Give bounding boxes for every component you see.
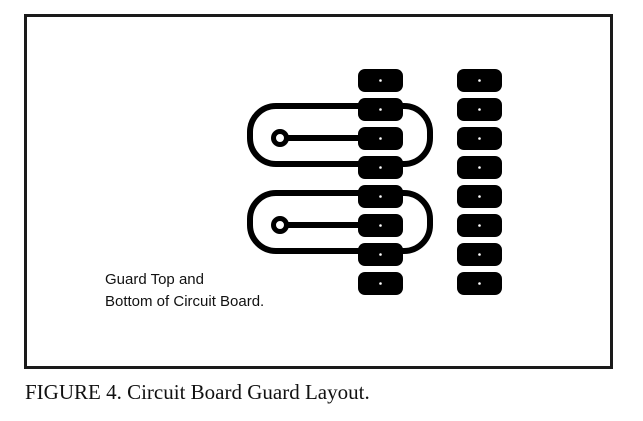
pad-hole [379, 108, 382, 111]
guard-ring-trace [247, 103, 433, 167]
guard-via [271, 129, 289, 147]
pad-hole [379, 79, 382, 82]
pad-hole [379, 253, 382, 256]
pad-hole [379, 166, 382, 169]
pad-hole [478, 224, 481, 227]
pad-hole [379, 224, 382, 227]
pad-hole [478, 108, 481, 111]
guard-label-line2: Bottom of Circuit Board. [105, 293, 265, 310]
pad-hole [478, 253, 481, 256]
diagram-frame [24, 14, 613, 369]
guard-via [271, 216, 289, 234]
pad-hole [379, 195, 382, 198]
pad-hole [478, 166, 481, 169]
pad-hole [379, 137, 382, 140]
pad-hole [478, 79, 481, 82]
pad-hole [379, 282, 382, 285]
guard-ring-trace [247, 190, 433, 254]
pad-hole [478, 195, 481, 198]
guard-label-line1: Guard Top and [105, 271, 204, 288]
pad-hole [478, 282, 481, 285]
figure-caption: FIGURE 4. Circuit Board Guard Layout. [25, 380, 370, 404]
pad-hole [478, 137, 481, 140]
